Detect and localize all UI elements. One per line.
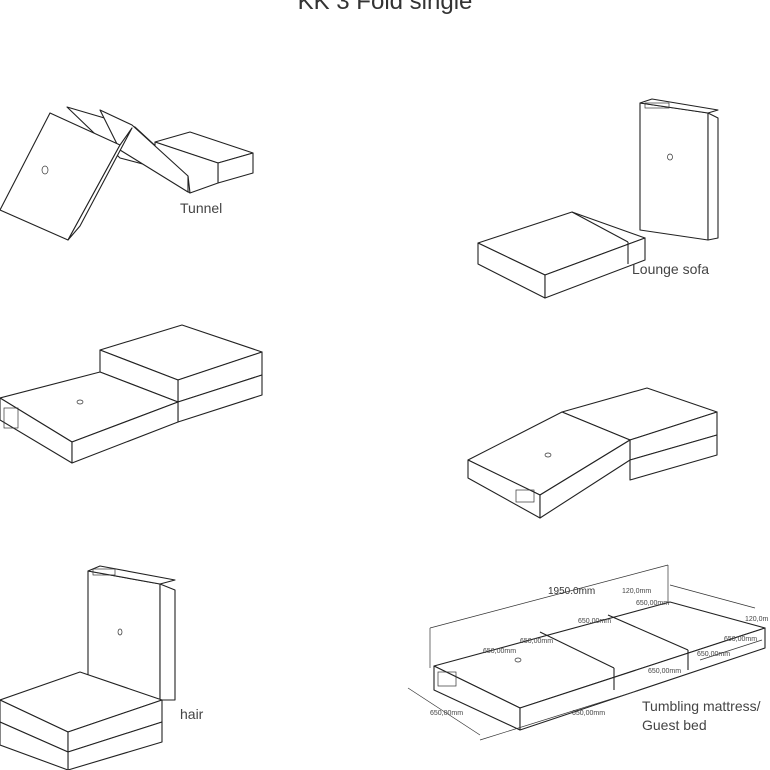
dimension-thickness-top: 120,0mm	[622, 588, 652, 595]
chair-configuration	[0, 565, 176, 770]
tumbling-mattress-configuration	[407, 564, 766, 741]
dimension-segment-c: 650,00mm	[520, 638, 554, 645]
dimension-segment-b: 650,00mm	[578, 618, 612, 625]
page-title: KK 3 Fold single	[297, 0, 473, 15]
dimension-total-length: 1950.0mm	[548, 586, 596, 597]
stepped-configuration	[0, 324, 263, 464]
ramp-configuration	[467, 387, 718, 519]
dimension-segment-e: 650,00mm	[648, 668, 682, 675]
dimension-bottom-length: 650,00mm	[572, 710, 606, 717]
lounge-sofa-configuration	[477, 98, 719, 299]
lounge-sofa-label: Lounge sofa	[632, 261, 710, 277]
dimension-thickness-side: 120,0m	[745, 616, 769, 623]
tunnel-configuration	[0, 106, 254, 241]
tumbling-label-line2: Guest bed	[642, 717, 707, 733]
dimension-segment-d: 650,00mm	[483, 648, 517, 655]
tumbling-label-line1: Tumbling mattress/	[642, 698, 761, 714]
dimension-thickness-right: 650,00mm	[724, 636, 758, 643]
dimension-side-length: 650,00mm	[697, 651, 731, 658]
hair-label: hair	[180, 706, 204, 722]
dimension-segment-a: 650,00mm	[636, 600, 670, 607]
dimension-width-front: 650,00mm	[430, 710, 464, 717]
tunnel-label: Tunnel	[180, 200, 223, 216]
